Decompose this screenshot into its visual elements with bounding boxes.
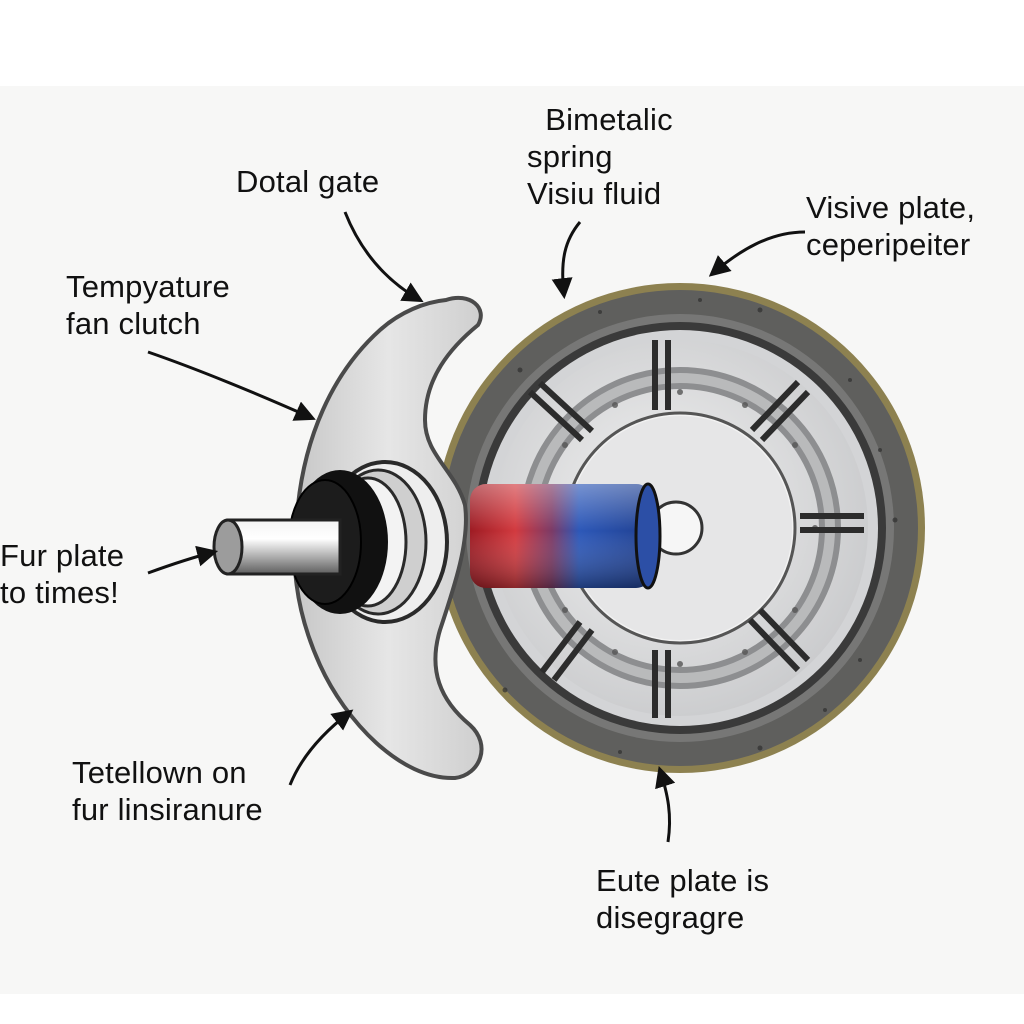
label-fur-plate-line1: Fur plate bbox=[0, 538, 125, 573]
arrow-telldown bbox=[288, 709, 354, 786]
arrow-dotal-gate bbox=[343, 211, 424, 303]
arrow-bimetallic bbox=[551, 221, 582, 300]
spokes bbox=[527, 340, 864, 718]
label-eute-line2: disegragre bbox=[596, 900, 745, 935]
leader-arrows bbox=[147, 211, 806, 843]
label-eute-line1: Eute plate is bbox=[596, 863, 770, 898]
label-bimetallic-line3: Visiu fluid bbox=[527, 176, 662, 211]
label-eute-plate: Eute plate is disegragre bbox=[596, 862, 769, 936]
label-telldown-line1: Tetellown on bbox=[72, 755, 247, 790]
shaft-assembly bbox=[212, 460, 449, 624]
label-temperature-line2: fan clutch bbox=[66, 306, 201, 341]
label-dotal-gate: Dotal gate bbox=[236, 163, 379, 200]
label-visive-plate: Visive plate, ceperipeiter bbox=[806, 189, 975, 263]
label-telldown-line2: fur linsiranure bbox=[72, 792, 263, 827]
label-dotal-gate-text: Dotal gate bbox=[236, 164, 380, 199]
label-temperature-fan-clutch: Tempyature fan clutch bbox=[66, 268, 230, 342]
arrow-fur-plate bbox=[147, 545, 219, 575]
label-bimetallic-line1: Bimetalic bbox=[545, 102, 673, 137]
label-temperature-line1: Tempyature bbox=[66, 269, 230, 304]
arrow-eute-plate bbox=[655, 765, 676, 843]
label-visive-line1: Visive plate, bbox=[806, 190, 976, 225]
arrow-temperature-clutch bbox=[147, 350, 316, 421]
label-visive-line2: ceperipeiter bbox=[806, 227, 971, 262]
bimetal-rod bbox=[470, 482, 662, 590]
label-fur-plate: Fur plate to times! bbox=[0, 537, 124, 611]
arrow-visive-plate bbox=[708, 230, 806, 277]
label-bimetallic-line2: spring bbox=[527, 139, 613, 174]
label-fur-plate-line2: to times! bbox=[0, 575, 119, 610]
label-bimetallic-spring: Bimetalic spring Visiu fluid bbox=[527, 101, 691, 212]
label-telldown: Tetellown on fur linsiranure bbox=[72, 754, 263, 828]
